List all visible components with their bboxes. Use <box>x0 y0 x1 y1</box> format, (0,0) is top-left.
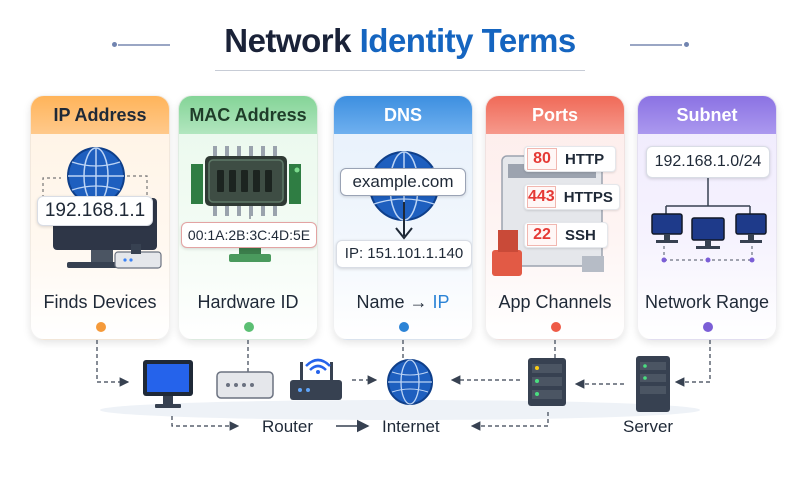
card-ip-body: 192.168.1.1 <box>31 134 169 339</box>
internet-globe-icon <box>387 359 433 405</box>
title-part-2: Identity Terms <box>359 22 577 59</box>
card-mac-heading: MAC Address <box>179 96 317 134</box>
ports-server-icon <box>528 358 566 406</box>
title-decor-dot-left <box>112 42 117 47</box>
card-ip-dot <box>96 322 106 332</box>
ip-address-value: 192.168.1.1 <box>37 196 153 226</box>
port-row-http: 80 HTTP <box>524 146 616 172</box>
card-ports-heading: Ports <box>486 96 624 134</box>
card-dns-footer: Name → IP <box>334 292 472 313</box>
title-decor-left <box>118 44 170 46</box>
subnet-value: 192.168.1.0/24 <box>646 146 770 178</box>
port-row-ssh: 22 SSH <box>524 222 608 248</box>
title-decor-dot-right <box>684 42 689 47</box>
router-wifi-icon <box>290 358 342 400</box>
page-title: Network Identity Terms <box>0 22 800 60</box>
port-name: HTTPS <box>563 188 613 206</box>
card-dns-body: example.com IP: 151.101.1.140 <box>334 134 472 339</box>
port-number: 22 <box>527 224 557 246</box>
port-name: HTTP <box>565 150 605 168</box>
card-ip-footer: Finds Devices <box>43 292 157 312</box>
card-subnet-dot <box>703 322 713 332</box>
desktop-monitor-icon <box>143 360 193 408</box>
card-dns-heading: DNS <box>334 96 472 134</box>
card-dns-dot <box>399 322 409 332</box>
connector-ip <box>96 340 130 387</box>
server-label: Server <box>623 417 674 436</box>
connector-subnet <box>674 340 711 387</box>
card-ports-dot <box>551 322 561 332</box>
subnet-tree-icon <box>651 178 767 263</box>
card-ports-body: 80 HTTP 443 HTTPS 22 SSH <box>486 134 624 339</box>
router-label: Router <box>262 417 314 436</box>
card-mac-dot <box>244 322 254 332</box>
card-subnet-footer: Network Range <box>644 292 770 312</box>
card-ports: Ports 80 HTTP 443 HTTPS 22 SSH App Chann… <box>485 95 625 340</box>
dns-footer-ip: IP <box>432 292 450 312</box>
network-switch-icon <box>216 371 274 399</box>
dns-footer-arrow: → <box>409 292 428 312</box>
card-mac-body: 00:1A:2B:3C:4D:5E <box>179 134 317 339</box>
card-mac-address: MAC Address 00:1A:2B:3C:4D:5E Hardware I… <box>178 95 318 340</box>
dns-ip-value: IP: 151.101.1.140 <box>336 240 472 268</box>
dns-footer-name: Name <box>356 292 405 312</box>
title-part-1: Network <box>224 22 351 59</box>
internet-label: Internet <box>382 417 440 436</box>
card-mac-footer: Hardware ID <box>197 292 299 312</box>
card-dns: DNS example.com IP: 151.101.1.140 Name →… <box>333 95 473 340</box>
card-subnet-heading: Subnet <box>638 96 776 134</box>
port-number: 443 <box>527 186 556 208</box>
server-tower-icon <box>636 356 670 412</box>
network-chip-icon <box>191 146 301 262</box>
title-underline <box>215 70 585 71</box>
port-row-https: 443 HTTPS <box>524 184 620 210</box>
port-name: SSH <box>565 226 596 244</box>
title-decor-right <box>630 44 682 46</box>
card-subnet-body: 192.168.1.0/24 <box>638 134 776 339</box>
card-ports-footer: App Channels <box>498 292 612 312</box>
port-number: 80 <box>527 148 557 170</box>
card-ip-address: IP Address 192.168.1.1 Finds De <box>30 95 170 340</box>
card-ip-heading: IP Address <box>31 96 169 134</box>
mac-address-value: 00:1A:2B:3C:4D:5E <box>181 222 317 248</box>
dns-domain-value: example.com <box>340 168 466 196</box>
card-subnet: Subnet 192.168.1.0/24 <box>637 95 777 340</box>
